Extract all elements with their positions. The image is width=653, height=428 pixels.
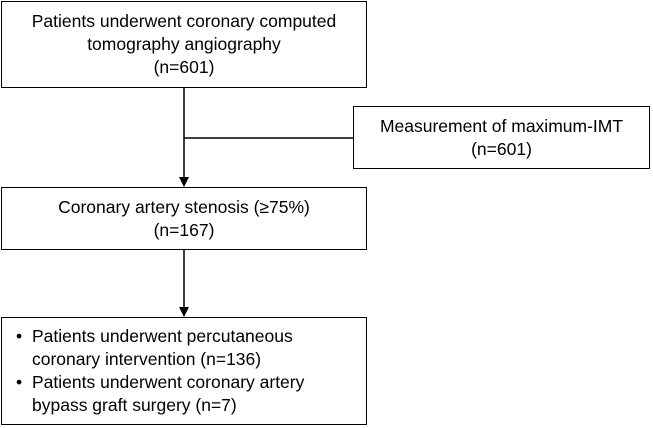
bullet-text-line: Patients underwent percutaneous bbox=[32, 326, 293, 346]
box-text-line: Coronary artery stenosis (≥75%) bbox=[58, 196, 310, 217]
box-text-line: Measurement of maximum-IMT bbox=[379, 115, 624, 136]
bullet-text-line: Patients underwent coronary artery bbox=[32, 372, 305, 392]
box-text-line: (n=601) bbox=[153, 57, 215, 77]
bullet-icon: • bbox=[16, 326, 23, 346]
box-text-line: (n=167) bbox=[153, 219, 215, 240]
bullet-item-pci: • Patients underwent percutaneous corona… bbox=[16, 325, 293, 371]
box-text-line: Patients underwent coronary computed bbox=[31, 11, 337, 31]
bullet-item-cabg: • Patients underwent coronary artery byp… bbox=[16, 371, 304, 417]
box-text-line: (n=601) bbox=[471, 138, 532, 159]
bullet-text-line: coronary intervention (n=136) bbox=[32, 349, 262, 369]
flow-box-coronary-stenosis: Coronary artery stenosis (≥75%) (n=167) bbox=[1, 187, 367, 250]
bullet-text-line: bypass graft surgery (n=7) bbox=[32, 395, 237, 415]
flow-box-ccta-patients: Patients underwent coronary computed tom… bbox=[1, 1, 367, 88]
bullet-icon: • bbox=[16, 372, 23, 392]
flow-box-revascularization: • Patients underwent percutaneous corona… bbox=[1, 317, 367, 425]
box-text-line: tomography angiography bbox=[87, 34, 281, 54]
flow-box-imt-measurement: Measurement of maximum-IMT (n=601) bbox=[353, 106, 650, 169]
